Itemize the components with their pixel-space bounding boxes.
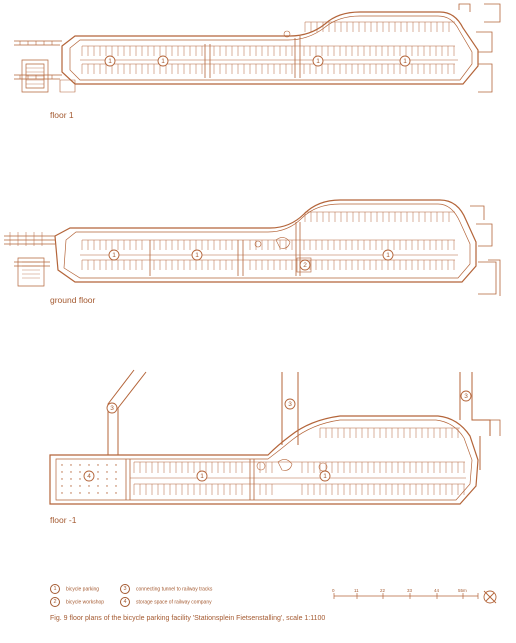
area-marker-number: 1 — [323, 473, 327, 480]
scale-tick-label: 11 — [354, 588, 359, 593]
area-marker: 1 — [399, 55, 411, 67]
area-marker-number: 1 — [386, 252, 390, 259]
floor-label-ground: ground floor — [50, 295, 96, 305]
area-marker: 1 — [319, 470, 331, 482]
legend-key: 1 — [50, 584, 60, 594]
area-marker: 2 — [299, 259, 311, 271]
area-marker-number: 3 — [464, 393, 468, 400]
legend-text: storage space of railway company — [136, 599, 212, 606]
legend-item: 1 bicycle parking — [50, 584, 99, 594]
area-marker-number: 1 — [108, 58, 112, 65]
area-marker: 1 — [157, 55, 169, 67]
floor-label-minus-1: floor -1 — [50, 515, 77, 525]
area-marker: 1 — [312, 55, 324, 67]
area-marker-number: 2 — [303, 262, 307, 269]
legend-text: connecting tunnel to railway tracks — [136, 586, 213, 593]
floor-label-1: floor 1 — [50, 110, 74, 120]
area-marker: 4 — [83, 470, 95, 482]
area-marker: 3 — [284, 398, 296, 410]
legend-text: bicycle workshop — [66, 599, 105, 606]
scale-tick-label: 22 — [380, 588, 386, 593]
area-marker: 1 — [108, 249, 120, 261]
scale-tick-label: 55m — [458, 588, 467, 593]
area-marker-number: 1 — [200, 473, 204, 480]
legend-key: 4 — [120, 597, 130, 607]
legend-item: 4 storage space of railway company — [120, 597, 212, 607]
area-marker-number: 1 — [161, 58, 165, 65]
area-marker: 3 — [460, 390, 472, 402]
area-marker-number: 1 — [112, 252, 116, 259]
scale-tick-label: 33 — [407, 588, 413, 593]
area-marker: 3 — [106, 402, 118, 414]
scale-tick-label: 0 — [332, 588, 335, 593]
area-marker-number: 1 — [403, 58, 407, 65]
legend-item: 3 connecting tunnel to railway tracks — [120, 584, 212, 594]
legend-text: bicycle parking — [66, 586, 100, 593]
area-marker-number: 4 — [87, 473, 91, 480]
area-marker: 1 — [196, 470, 208, 482]
area-marker-number: 3 — [288, 401, 292, 408]
area-marker-number: 3 — [110, 405, 114, 412]
area-marker: 1 — [191, 249, 203, 261]
floor-minus-1-plan — [49, 369, 501, 505]
area-marker: 1 — [382, 249, 394, 261]
scale-bar — [333, 593, 479, 599]
legend-key: 2 — [50, 597, 60, 607]
area-marker: 1 — [104, 55, 116, 67]
figure-caption: Fig. 9 floor plans of the bicycle parkin… — [50, 615, 326, 622]
legend-key: 3 — [120, 584, 130, 594]
scale-tick-label: 44 — [434, 588, 440, 593]
north-arrow-icon — [483, 590, 497, 604]
area-marker-number: 1 — [195, 252, 199, 259]
ground-floor-plan — [4, 199, 501, 296]
legend-item: 2 bicycle workshop — [50, 597, 104, 607]
floor-1-plan — [14, 3, 501, 93]
area-marker-number: 1 — [316, 58, 320, 65]
